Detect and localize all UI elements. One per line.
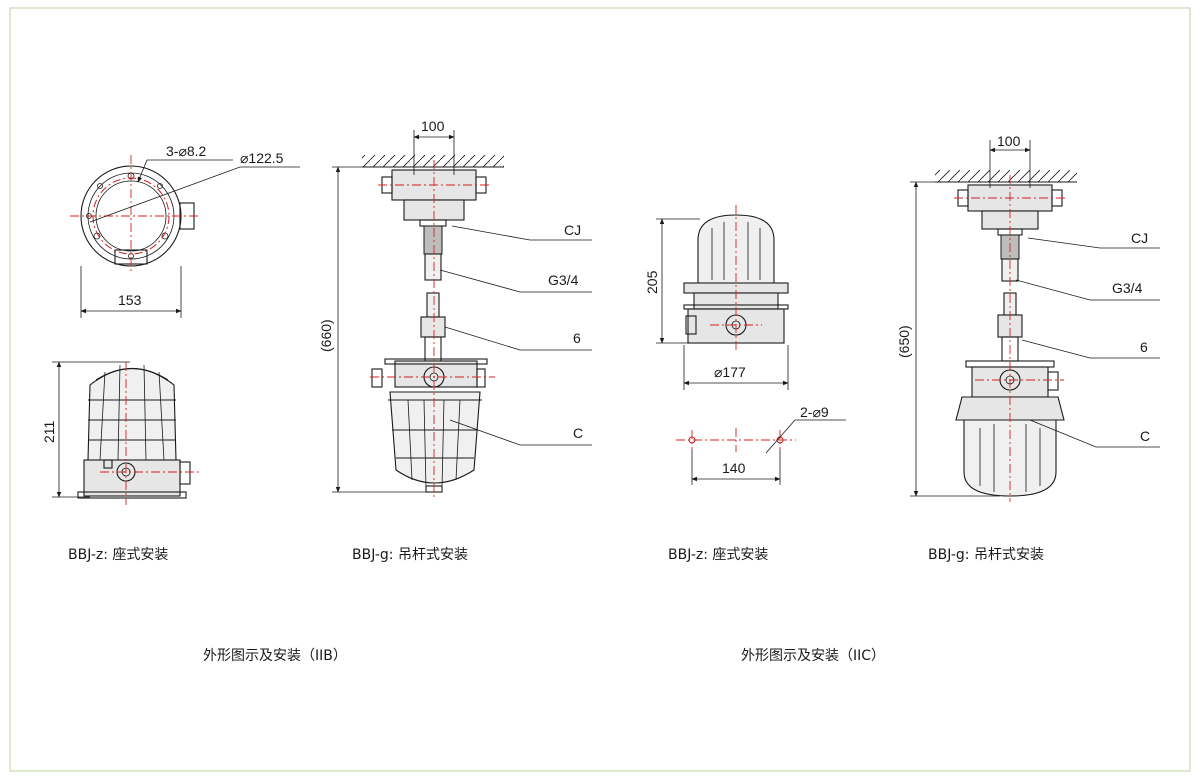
iib-g-caption: BBJ-g: 吊杆式安装 xyxy=(352,547,468,563)
iic-z-dia-label: ⌀177 xyxy=(714,364,746,380)
iic-group-title: 外形图示及安装（IIC） xyxy=(741,648,885,664)
iib-g-height-label: (660) xyxy=(318,319,334,352)
iic-z-front-view: 205 ⌀177 xyxy=(644,205,789,390)
iic-g-6-callout: 6 xyxy=(1140,339,1148,355)
sheet-border xyxy=(9,7,1191,772)
iib-z-dia-label: ⌀122.5 xyxy=(240,150,284,166)
iib-z-height-label: 211 xyxy=(41,420,57,443)
iib-g-g34-callout: G3/4 xyxy=(548,272,579,288)
iib-z-top-view: 3-⌀8.2 ⌀122.5 153 xyxy=(70,143,300,318)
iib-z-holes-label: 3-⌀8.2 xyxy=(166,143,207,159)
iib-z-caption: BBJ-z: 座式安装 xyxy=(68,547,168,563)
iic-g-pendant-view: 100 (650) CJ G3/4 6 C xyxy=(896,133,1160,502)
iic-z-height-label: 205 xyxy=(644,270,660,294)
iib-g-cj-callout: CJ xyxy=(564,222,581,238)
iic-z-spacing-label: 140 xyxy=(722,460,746,476)
iib-g-c-callout: C xyxy=(573,425,583,441)
iic-g-c-callout: C xyxy=(1140,428,1150,444)
iib-g-top-dim-label: 100 xyxy=(421,118,445,134)
iic-z-holes-label: 2-⌀9 xyxy=(800,404,829,420)
iic-z-caption: BBJ-z: 座式安装 xyxy=(668,547,768,563)
iib-g-6-callout: 6 xyxy=(573,330,581,346)
iic-g-cj-callout: CJ xyxy=(1131,230,1148,246)
iib-group-title: 外形图示及安装（IIB） xyxy=(203,648,347,664)
iib-g-pendant-view: 100 (660) CJ G3/4 6 C xyxy=(318,118,592,500)
iic-g-g34-callout: G3/4 xyxy=(1112,280,1143,296)
iic-g-top-dim-label: 100 xyxy=(997,133,1021,149)
iic-g-height-label: (650) xyxy=(896,325,912,358)
iib-z-width-label: 153 xyxy=(118,292,142,308)
iic-g-caption: BBJ-g: 吊杆式安装 xyxy=(928,547,1044,563)
iib-z-front-view: 211 xyxy=(41,361,200,505)
iic-z-mounting-pattern: 140 2-⌀9 xyxy=(676,404,846,485)
